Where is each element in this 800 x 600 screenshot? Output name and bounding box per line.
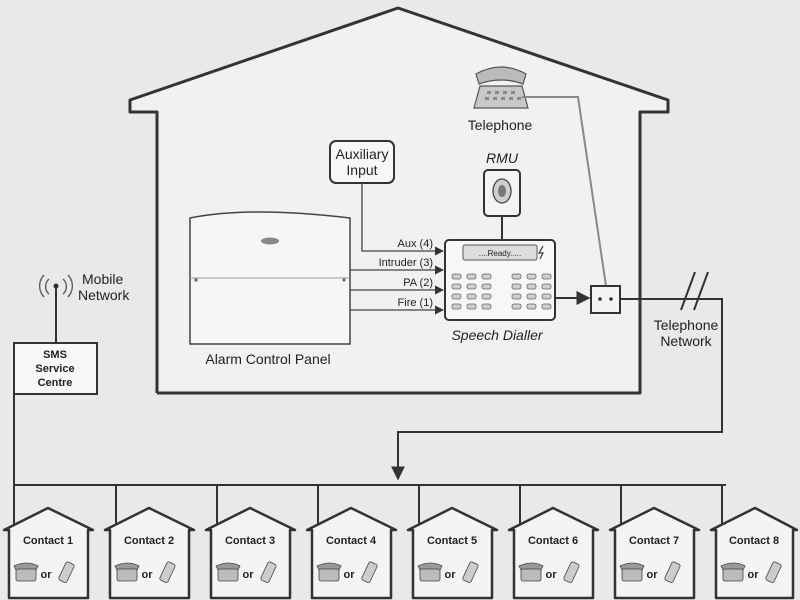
telephone-line (522, 96, 607, 287)
alarm-control-panel (189, 211, 351, 345)
sms-centre-line2: Service (35, 363, 74, 375)
contact-or-3: or (243, 569, 255, 581)
contact-or-8: or (748, 569, 760, 581)
phone-icon (518, 562, 544, 582)
telephone-network-line2: Network (660, 333, 712, 349)
sms-centre-line1: SMS (43, 349, 67, 361)
line-break-mark (680, 271, 709, 311)
phone-icon (114, 562, 140, 582)
phone-icon (215, 562, 241, 582)
phone-icon (619, 562, 645, 582)
contact-house-8: Contact 8 or (709, 506, 799, 600)
phone-icon (13, 562, 39, 582)
rmu-label: RMU (486, 150, 519, 166)
contact-label-8: Contact 8 (729, 535, 779, 547)
mobile-phone-icon (361, 561, 378, 583)
mobile-phone-icon (765, 561, 782, 583)
telephone-label: Telephone (468, 117, 533, 133)
input-label-aux: Aux (4) (398, 238, 433, 250)
contact-label-6: Contact 6 (528, 535, 578, 547)
sms-centre-line3: Centre (38, 377, 73, 389)
contact-label-5: Contact 5 (427, 535, 477, 547)
contact-label-7: Contact 7 (629, 535, 679, 547)
contact-label-3: Contact 3 (225, 535, 275, 547)
mobile-phone-icon (563, 561, 580, 583)
mobile-antenna-icon (38, 274, 74, 342)
aux-input-wire (361, 183, 444, 256)
sms-service-centre-box (13, 342, 98, 395)
contact-house-3: Contact 3 or (204, 506, 297, 600)
dialler-screen-text: ....Ready..... (479, 249, 522, 258)
contact-or-5: or (445, 569, 457, 581)
input-label-pa: PA (2) (403, 277, 433, 289)
contact-house-7: Contact 7 or (608, 506, 701, 600)
phone-icon (417, 562, 443, 582)
control-panel-label: Alarm Control Panel (205, 351, 330, 367)
telephone-network-line1: Telephone (654, 317, 719, 333)
contact-or-7: or (647, 569, 659, 581)
mobile-phone-icon (664, 561, 681, 583)
mobile-network-line1: Mobile (82, 271, 123, 287)
contact-label-4: Contact 4 (326, 535, 377, 547)
aux-input-line2: Input (346, 162, 377, 178)
input-label-fire: Fire (1) (398, 297, 433, 309)
rmu-device (483, 169, 521, 217)
aux-input-line1: Auxiliary (336, 146, 389, 162)
contact-label-2: Contact 2 (124, 535, 174, 547)
contact-label-1: Contact 1 (23, 535, 73, 547)
input-label-intruder: Intruder (3) (379, 257, 433, 269)
telephone-network-line (391, 298, 723, 481)
phone-icon (720, 562, 746, 582)
dialler-label: Speech Dialler (451, 327, 543, 343)
contact-or-6: or (546, 569, 558, 581)
contact-houses: Contact 1 or Contact 2 or Contact 3 or C… (2, 506, 799, 600)
mobile-phone-icon (260, 561, 277, 583)
contact-house-5: Contact 5 or (406, 506, 499, 600)
telephone-icon (473, 66, 529, 109)
contact-or-2: or (142, 569, 154, 581)
mobile-phone-icon (58, 561, 75, 583)
contact-house-4: Contact 4 or (305, 506, 398, 600)
mobile-network-line2: Network (78, 287, 130, 303)
mobile-phone-icon (462, 561, 479, 583)
line-junction-box (590, 285, 621, 314)
contact-or-1: or (41, 569, 53, 581)
contact-house-2: Contact 2 or (103, 506, 196, 600)
contact-or-4: or (344, 569, 356, 581)
mobile-phone-icon (159, 561, 176, 583)
phone-icon (316, 562, 342, 582)
contact-house-1: Contact 1 or (2, 506, 95, 600)
speech-dialler-keypad (444, 239, 556, 321)
contact-house-6: Contact 6 or (507, 506, 600, 600)
